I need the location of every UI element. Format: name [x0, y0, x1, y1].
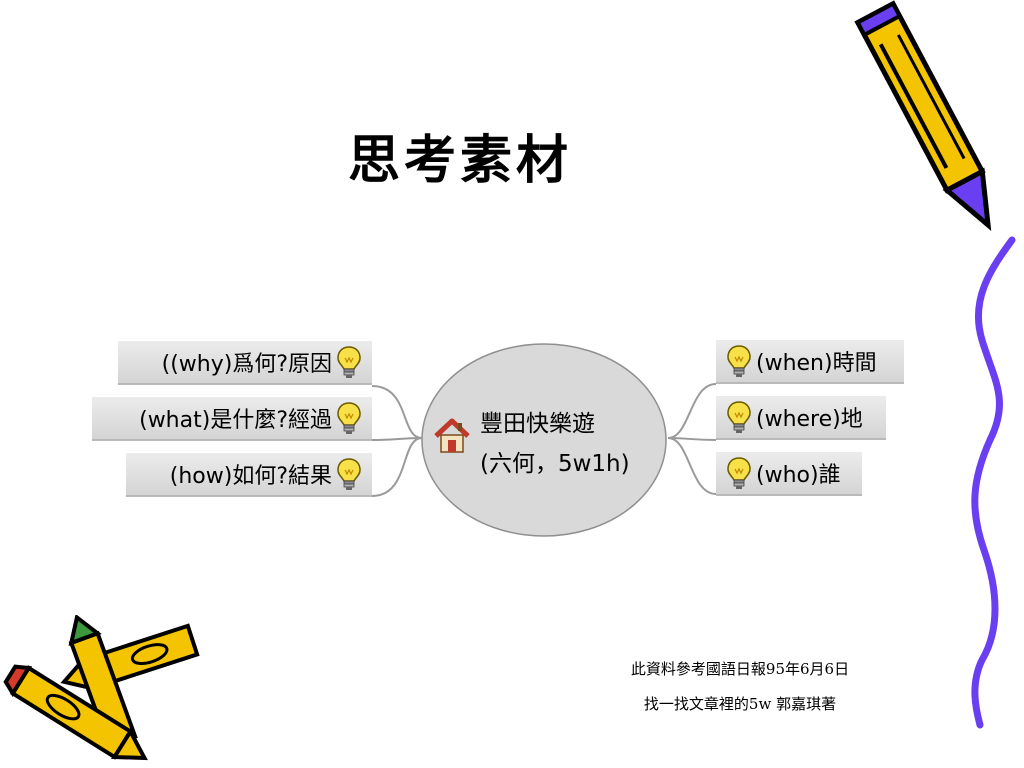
lightbulb-icon: [726, 344, 752, 378]
node-why[interactable]: ((why)爲何?原因: [118, 341, 372, 385]
node-what[interactable]: (what)是什麼?經過: [92, 397, 372, 441]
connector-how: [371, 437, 423, 497]
node-who[interactable]: (who)誰: [716, 452, 862, 496]
lightbulb-icon: [336, 457, 362, 491]
node-label: (who)誰: [756, 463, 841, 488]
node-label: ((why)爲何?原因: [161, 352, 332, 377]
credit-author: 找一找文章裡的5w 郭嘉琪著: [643, 695, 837, 713]
connector-what: [371, 437, 423, 441]
lightbulb-icon: [336, 345, 362, 379]
node-label: (where)地: [756, 407, 863, 432]
node-label: (what)是什麼?經過: [139, 408, 332, 433]
lightbulb-icon: [726, 456, 752, 490]
lightbulb-icon: [336, 401, 362, 435]
node-where[interactable]: (where)地: [716, 396, 886, 440]
lightbulb-icon: [726, 400, 752, 434]
house-icon: [434, 418, 470, 453]
center-node-title: 豐田快樂遊: [480, 411, 595, 437]
slide-title: 思考素材: [347, 130, 572, 191]
connector-who: [667, 437, 717, 495]
center-node[interactable]: 豐田快樂遊 (六何，5w1h): [480, 404, 660, 484]
center-node-subtitle: (六何，5w1h): [480, 451, 630, 477]
connector-why: [371, 385, 423, 439]
node-label: (when)時間: [756, 351, 877, 376]
connector-when: [667, 383, 717, 439]
credit-source: 此資料參考國語日報95年6月6日: [630, 660, 850, 678]
pencil-icon: [854, 0, 992, 231]
center-ellipse: [421, 343, 667, 537]
pencils-icon: [3, 615, 200, 761]
node-when[interactable]: (when)時間: [716, 340, 904, 384]
node-label: (how)如何?結果: [169, 464, 332, 489]
node-how[interactable]: (how)如何?結果: [126, 453, 372, 497]
squiggle-line: [971, 236, 1016, 729]
